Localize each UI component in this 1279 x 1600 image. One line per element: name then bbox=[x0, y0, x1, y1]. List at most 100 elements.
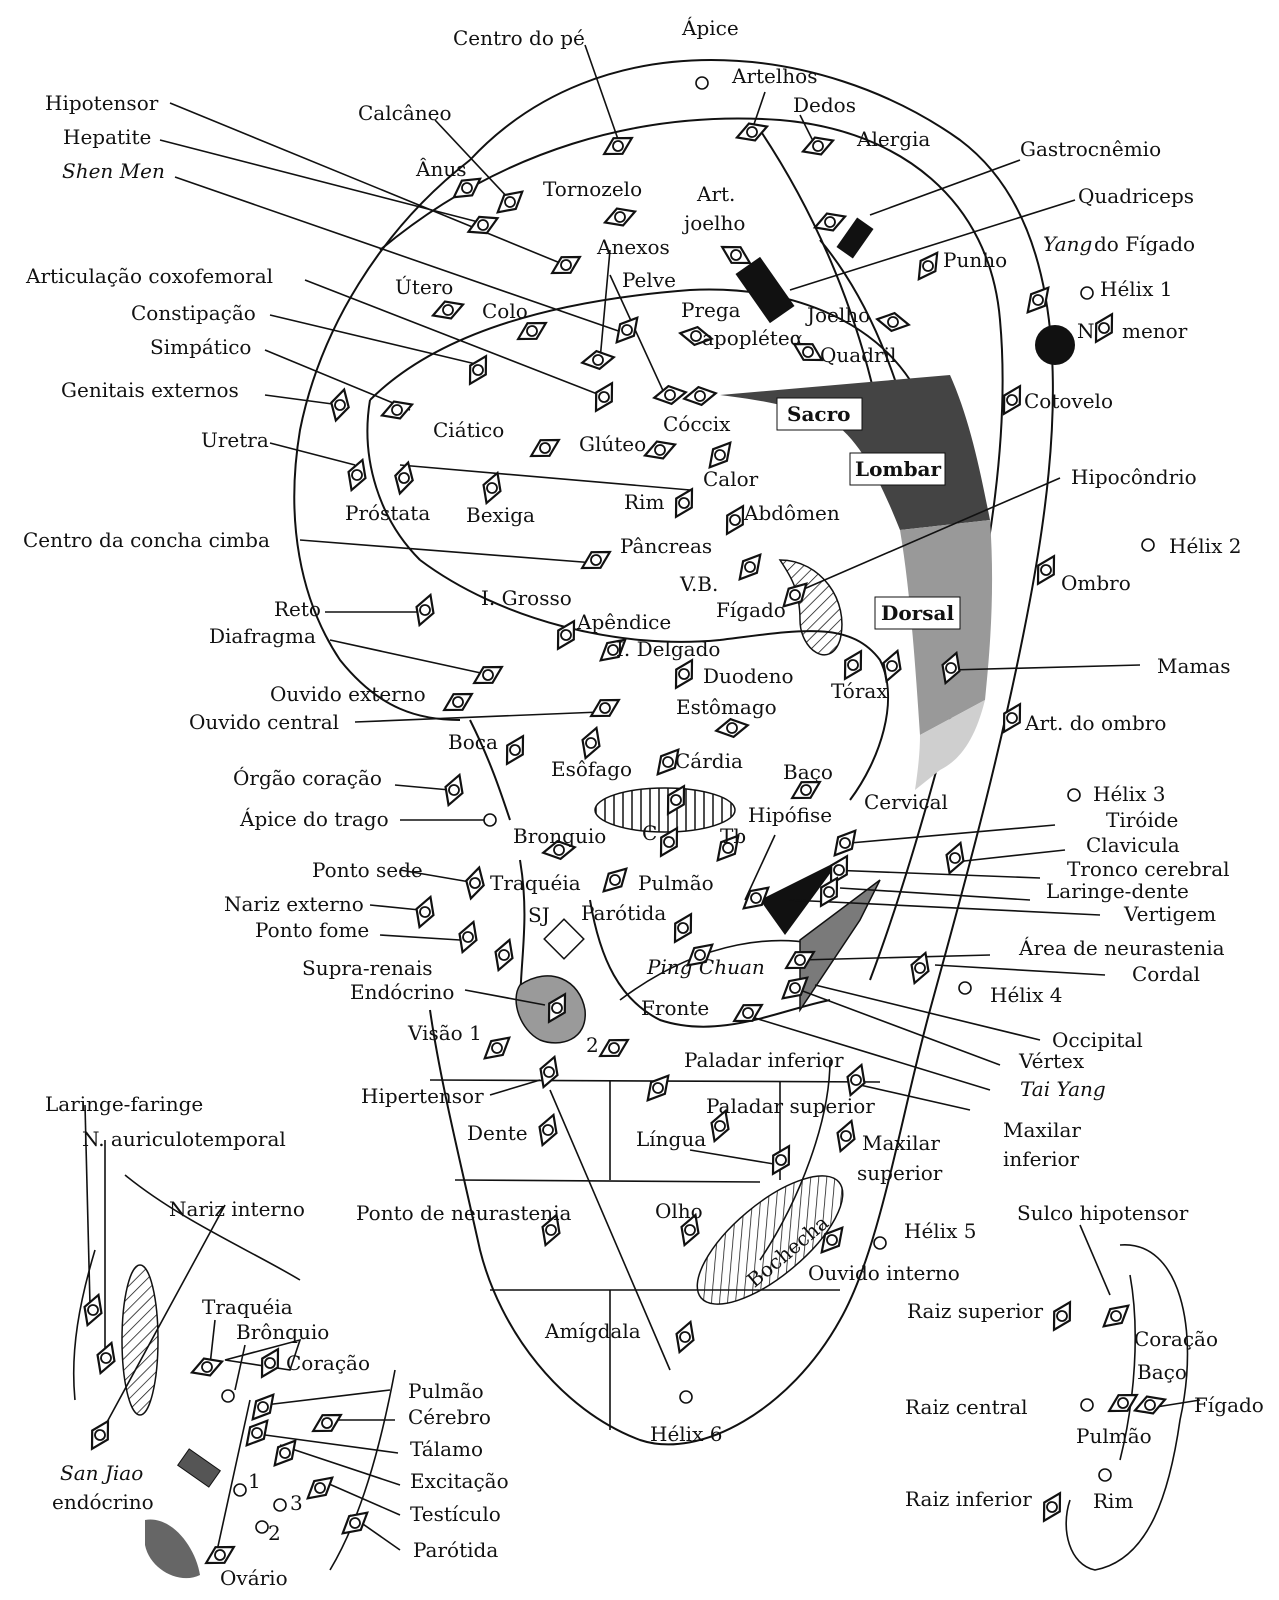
acupoint-marker bbox=[415, 592, 435, 628]
point-labels: Ápice Centro do pé Artelhos Dedos Alergi… bbox=[23, 16, 1241, 1446]
label-ouvido-externo: Ouvido externo bbox=[270, 682, 426, 706]
label-raiz-superior: Raiz superior bbox=[907, 1299, 1044, 1323]
label-i1: 1 bbox=[248, 1469, 261, 1493]
acupoint-marker bbox=[708, 441, 732, 469]
acupoint-marker bbox=[580, 349, 616, 371]
acupoint-marker bbox=[581, 725, 601, 761]
acupoint-marker bbox=[556, 619, 576, 651]
label-ponto-sede: Ponto sede bbox=[312, 858, 423, 882]
label-art: Art. bbox=[696, 182, 735, 206]
label-raiz-central: Raiz central bbox=[905, 1395, 1028, 1419]
acupoint-marker bbox=[1002, 702, 1022, 734]
label-paladar-superior: Paladar superior bbox=[706, 1094, 875, 1118]
acupoint-marker bbox=[494, 937, 514, 973]
label-diafragma: Diafragma bbox=[209, 624, 316, 648]
label-anexos: Anexos bbox=[596, 235, 670, 259]
acupoint-marker bbox=[496, 190, 524, 214]
acupoint-marker bbox=[598, 1038, 630, 1058]
label-n2: 2 bbox=[586, 1033, 599, 1057]
label-cerebro: Cérebro bbox=[408, 1405, 491, 1429]
label-maxilar-inferior-b: inferior bbox=[1003, 1147, 1080, 1171]
label-centro-concha-cimba: Centro da concha cimba bbox=[23, 528, 270, 552]
acupoint-marker bbox=[686, 943, 714, 967]
label-clavicula: Clavicula bbox=[1086, 833, 1180, 857]
label-anus: Ânus bbox=[415, 157, 466, 181]
acupoint-marker bbox=[442, 692, 474, 712]
label-nariz-interno: Nariz interno bbox=[169, 1197, 305, 1221]
label-laringe-dente: Laringe-dente bbox=[1046, 879, 1189, 903]
label-prega: Prega bbox=[681, 298, 741, 322]
acupoint-marker bbox=[472, 665, 504, 685]
acupoint-marker bbox=[812, 212, 848, 232]
label-boca: Boca bbox=[448, 730, 498, 754]
label-genitais-externos: Genitais externos bbox=[61, 378, 239, 402]
label-paladar-inferior: Paladar inferior bbox=[684, 1048, 844, 1072]
label-maxilar-superior-a: Maxilar bbox=[862, 1131, 940, 1155]
acupoint-marker bbox=[1102, 1304, 1130, 1328]
label-figado: Fígado bbox=[716, 598, 786, 622]
acupoint-marker bbox=[678, 325, 714, 347]
label-sulco-hipotensor: Sulco hipotensor bbox=[1017, 1201, 1189, 1225]
acupoint-marker bbox=[83, 1292, 103, 1328]
label-sacro: Sacro bbox=[787, 402, 850, 426]
label-tai-yang: Tai Yang bbox=[1020, 1077, 1106, 1101]
label-talamo: Tálamo bbox=[410, 1437, 483, 1461]
label-excitacao: Excitação bbox=[410, 1469, 509, 1493]
label-n-menor: menor bbox=[1122, 319, 1188, 343]
acupoint-marker bbox=[602, 867, 628, 893]
acupoint-marker bbox=[347, 457, 367, 493]
inset-right bbox=[1065, 1244, 1189, 1571]
label-pulmao: Pulmão bbox=[638, 871, 714, 895]
acupoint-marker bbox=[245, 1419, 269, 1447]
label-reto: Reto bbox=[274, 597, 321, 621]
label-cervical: Cervical bbox=[864, 790, 948, 814]
ear-outline bbox=[293, 59, 1054, 1446]
label-helix3: Hélix 3 bbox=[1093, 782, 1165, 806]
label-quadril: Quadril bbox=[820, 343, 896, 367]
label-mamas: Mamas bbox=[1157, 654, 1231, 678]
acupoint-markers bbox=[83, 122, 1168, 1565]
label-apendice: Apêndice bbox=[576, 610, 671, 634]
label-maxilar-superior-b: superior bbox=[857, 1161, 943, 1185]
label-coracao2: Coração bbox=[286, 1351, 370, 1375]
label-i-grosso: I. Grosso bbox=[481, 586, 572, 610]
label-i2: 2 bbox=[268, 1521, 281, 1545]
acupoint-marker bbox=[646, 1074, 670, 1102]
label-bexiga: Bexiga bbox=[466, 503, 535, 527]
label-esofago: Esôfago bbox=[551, 757, 632, 781]
label-i3: 3 bbox=[290, 1491, 303, 1515]
label-helix4: Hélix 4 bbox=[990, 983, 1062, 1007]
label-pulmao3: Pulmão bbox=[1076, 1424, 1152, 1448]
inset-right-labels: Sulco hipotensor Raiz superior Coração B… bbox=[905, 1201, 1264, 1513]
label-parotida: Parótida bbox=[581, 901, 666, 925]
label-vb: V.B. bbox=[679, 572, 718, 596]
label-hepatite: Hepatite bbox=[63, 125, 151, 149]
acupoint-marker bbox=[674, 658, 694, 690]
label-figado3: Fígado bbox=[1194, 1393, 1264, 1417]
label-art-ombro: Art. do ombro bbox=[1024, 711, 1166, 735]
reference-circles bbox=[221, 76, 1155, 1534]
label-torax: Tórax bbox=[831, 679, 888, 703]
acupoint-marker bbox=[836, 1118, 856, 1154]
label-occipital: Occipital bbox=[1052, 1028, 1143, 1052]
acupoint-marker bbox=[710, 1108, 730, 1144]
label-n-auriculotemporal: N. auriculotemporal bbox=[82, 1127, 286, 1151]
label-uretra: Uretra bbox=[201, 428, 269, 452]
label-lingua: Língua bbox=[636, 1127, 706, 1151]
acupoint-marker bbox=[682, 385, 718, 407]
label-estomago: Estômago bbox=[676, 695, 777, 719]
acupoint-marker bbox=[843, 649, 863, 681]
acupoint-marker bbox=[800, 136, 836, 156]
label-parotida2: Parótida bbox=[413, 1538, 498, 1562]
acupoint-marker bbox=[725, 504, 745, 536]
acupoint-marker bbox=[829, 854, 849, 886]
acupoint-marker bbox=[714, 717, 750, 739]
label-visao1: Visão 1 bbox=[407, 1021, 482, 1045]
label-helix5: Hélix 5 bbox=[904, 1219, 976, 1243]
label-vertex: Vértex bbox=[1018, 1049, 1085, 1073]
label-lombar: Lombar bbox=[855, 457, 942, 481]
acupoint-marker bbox=[1042, 1491, 1062, 1523]
label-joelho-b: Joelho bbox=[805, 303, 870, 327]
acupoint-marker bbox=[415, 894, 435, 930]
label-coracao3: Coração bbox=[1134, 1327, 1218, 1351]
